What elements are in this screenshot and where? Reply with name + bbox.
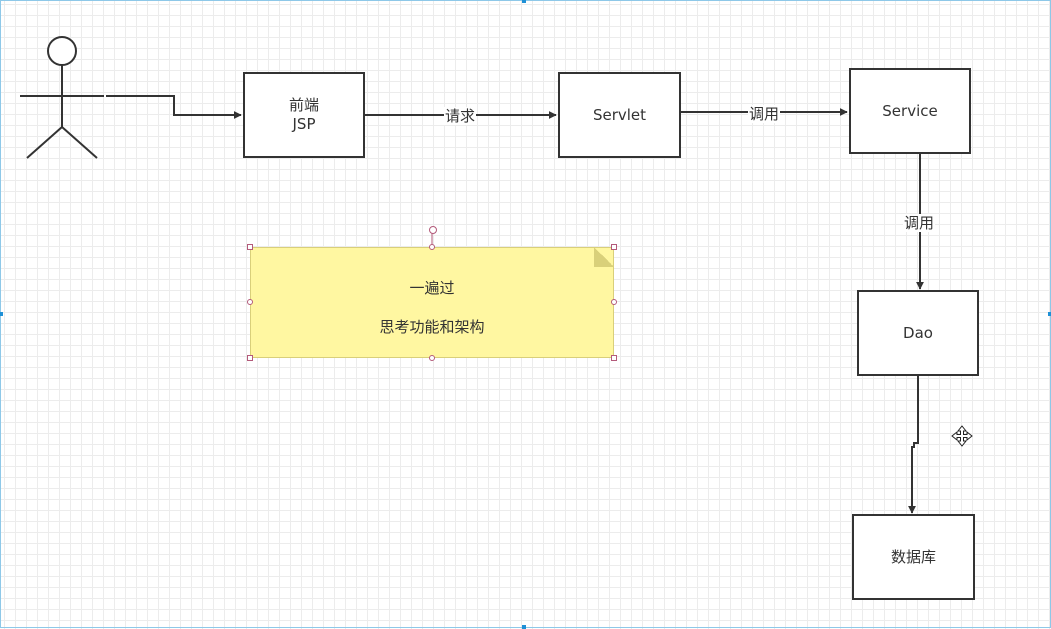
resize-handle-top-right[interactable] bbox=[611, 244, 617, 250]
node-dao-label: Dao bbox=[903, 323, 933, 342]
node-service-label: Service bbox=[882, 101, 938, 120]
edge-actor-to-frontend[interactable] bbox=[106, 95, 242, 119]
resize-handle-top-left[interactable] bbox=[247, 244, 253, 250]
sticky-note[interactable]: 一遍过 思考功能和架构 bbox=[250, 247, 614, 358]
resize-handle-top[interactable] bbox=[429, 244, 435, 250]
node-frontend-line1: 前端 bbox=[288, 96, 319, 114]
actor-icon[interactable] bbox=[20, 36, 104, 159]
node-service[interactable]: Service bbox=[849, 68, 971, 154]
edge-label-request[interactable]: 请求 bbox=[444, 107, 477, 125]
note-fold-icon bbox=[594, 247, 614, 267]
node-servlet[interactable]: Servlet bbox=[558, 72, 681, 158]
node-frontend-line2: JSP bbox=[292, 115, 316, 133]
node-database-label: 数据库 bbox=[890, 547, 936, 566]
resize-handle-right[interactable] bbox=[611, 299, 617, 305]
note-line1: 一遍过 bbox=[409, 279, 455, 297]
canvas-resize-handle-bottom[interactable] bbox=[522, 625, 526, 629]
node-frontend-jsp[interactable]: 前端 JSP bbox=[243, 72, 365, 158]
note-line2: 思考功能和架构 bbox=[379, 318, 485, 336]
canvas-resize-handle-left[interactable] bbox=[0, 312, 3, 316]
node-dao[interactable]: Dao bbox=[857, 290, 979, 376]
canvas-resize-handle-top[interactable] bbox=[522, 0, 526, 3]
edge-label-call-service[interactable]: 调用 bbox=[748, 105, 781, 123]
edge-label-call-dao[interactable]: 调用 bbox=[903, 214, 936, 232]
canvas-resize-handle-right[interactable] bbox=[1048, 312, 1051, 316]
resize-handle-left[interactable] bbox=[247, 299, 253, 305]
move-cursor-icon bbox=[951, 425, 973, 447]
edge-dao-to-database[interactable] bbox=[908, 376, 919, 514]
node-servlet-label: Servlet bbox=[592, 105, 647, 124]
node-database[interactable]: 数据库 bbox=[852, 514, 975, 600]
resize-handle-bottom-right[interactable] bbox=[611, 355, 617, 361]
resize-handle-bottom[interactable] bbox=[429, 355, 435, 361]
rotate-handle[interactable] bbox=[429, 226, 437, 234]
resize-handle-bottom-left[interactable] bbox=[247, 355, 253, 361]
